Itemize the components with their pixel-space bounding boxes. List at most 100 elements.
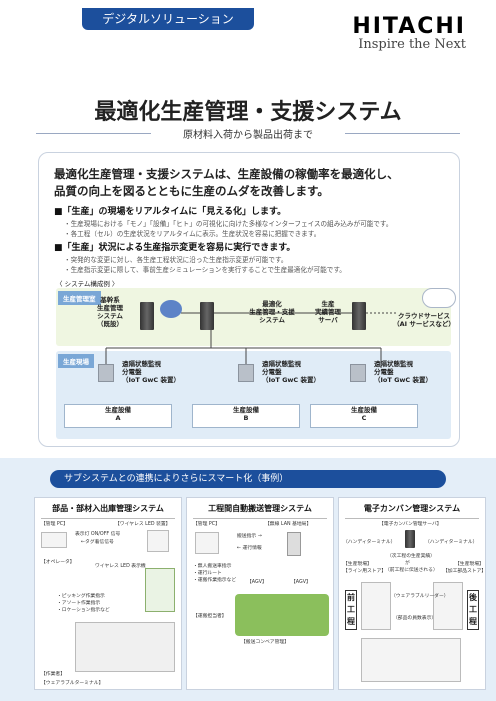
pc-icon: [41, 532, 67, 548]
category-tag: デジタルソリューション: [82, 8, 254, 30]
panel-label: 【オペレータ】: [41, 560, 75, 565]
panel-label: ← 運行情報: [237, 546, 262, 551]
monitor-label: 遠隔状態監視 分電盤 （IoT GwC 装置）: [374, 360, 432, 384]
cloud-label-line: （AI サービスなど）: [393, 320, 455, 328]
shelf-image: [75, 622, 175, 672]
panel-label: （ハンディターミナル）: [343, 540, 396, 545]
point-1: ■「生産」の現場をリアルタイムに「見える化」します。 ・生産現場における「モノ」…: [54, 204, 454, 239]
panel-label: 【無線 LAN 基地局】: [265, 522, 312, 527]
server-label-line: （既設）: [97, 320, 123, 328]
panel-divider: [41, 518, 175, 519]
prev-process-box: 前工程: [345, 590, 357, 630]
panel-label: ・アソート作業指示: [57, 601, 101, 606]
panel-label: が: [405, 561, 410, 566]
panel-label: （ハンディターミナル）: [425, 540, 478, 545]
panel-divider: [345, 518, 479, 519]
point-2: ■「生産」状況による生産指示変更を容易に実行できます。 ・突発的な変更に対し、各…: [54, 240, 454, 275]
next-process-box: 後工程: [467, 590, 479, 630]
server-label-line: サーバ: [318, 316, 338, 324]
panel-label: ・ピッキング作業指示: [57, 594, 105, 599]
panel-label: 【管理 PC】: [193, 522, 220, 527]
panel-label: ・ロケーション指示など: [57, 608, 110, 613]
divider-right: [345, 133, 460, 134]
equipment-label-line: 生産設備: [105, 406, 131, 414]
point-heading: ■「生産」状況による生産指示変更を容易に実行できます。: [54, 243, 296, 253]
page-title: 最適化生産管理・支援システム: [94, 100, 402, 125]
point-heading: ■「生産」の現場をリアルタイムに「見える化」します。: [54, 207, 287, 217]
office-tag: 生産管理室: [58, 291, 101, 305]
server-label-line: 最適化: [262, 300, 282, 308]
monitor-label: 遠隔状態監視 分電盤 （IoT GwC 装置）: [122, 360, 180, 384]
led-display-icon: [145, 568, 175, 612]
panel-label: 【電子カンバン管理サーバ】: [379, 522, 442, 527]
distribution-board-icon: [350, 364, 366, 382]
subsystem-panel-kanban: 電子カンバン管理システム 【電子カンバン管理サーバ】 （ハンディターミナル） （…: [338, 497, 486, 690]
monitor-label-line: 遠隔状態監視: [374, 360, 413, 368]
panel-label: 【生産現場】: [343, 562, 372, 567]
equipment-label-line: 生産設備: [351, 406, 377, 414]
wifi-router-icon: [287, 532, 301, 556]
carts-illustration: [361, 638, 461, 682]
equipment-label-line: B: [243, 414, 249, 422]
server-label-line: システム: [259, 316, 285, 324]
equipment-label: 生産設備 C: [310, 404, 418, 422]
hitachi-logo: HITACHI Inspire the Next: [352, 14, 466, 52]
point-bullet: ・生産現場における「モノ」「設備」「ヒト」の可視化に向けた多様なインターフェイス…: [64, 220, 393, 228]
equipment-label-line: C: [361, 414, 367, 422]
server-label-line: 生産管理・支援: [249, 308, 295, 316]
agv-photo: [235, 594, 329, 636]
diagram-label: 〈 システム構成例 〉: [56, 280, 119, 288]
equipment-c: [310, 404, 418, 428]
equipment-b: [192, 404, 300, 428]
panel-label: ・運行ルート: [193, 571, 222, 576]
panel-title: 電子カンバン管理システム: [363, 504, 461, 513]
monitor-label-line: （IoT GwC 装置）: [374, 376, 432, 384]
monitor-label-line: （IoT GwC 装置）: [122, 376, 180, 384]
point-bullet: ・生産指示変更に際して、事前生産シミュレーションを実行することで生産最適化が可能…: [64, 266, 346, 274]
panel-label: ワイヤレス LED 表示機: [95, 564, 146, 569]
equipment-label-line: A: [115, 414, 121, 422]
subsystem-panel-agv: 工程間自動搬送管理システム 【管理 PC】 【無線 LAN 基地局】 搬送指示 …: [186, 497, 334, 690]
server-label-line: 生産: [321, 300, 335, 308]
panel-label: （次工程の生産実績）: [387, 554, 435, 559]
cloud-label: クラウドサービス （AI サービスなど）: [384, 312, 464, 328]
panel-label: ・無人搬送車指示: [193, 564, 232, 569]
panel-label: 【AGV】: [291, 580, 311, 585]
server-icon: [352, 302, 366, 330]
pc-icon: [195, 532, 219, 554]
rack-icon: [433, 582, 463, 630]
rack-icon: [361, 582, 391, 630]
bottom-heading: サブシステムとの連携によりさらにスマート化（事例）: [50, 470, 446, 488]
server-icon: [405, 530, 415, 548]
monitor-label-line: （IoT GwC 装置）: [262, 376, 320, 384]
monitor-label-line: 分電盤: [262, 368, 282, 376]
office-band: [56, 288, 451, 346]
panel-label: ←タグ着信信号: [81, 540, 114, 545]
firewall-icon: [160, 300, 182, 318]
panel-label: ・運搬作業指示など: [193, 578, 237, 583]
panel-title: 工程間自動搬送管理システム: [208, 504, 312, 513]
subtitle-block: 原材料入荷から製品出荷まで: [36, 126, 460, 141]
server-icon: [140, 302, 154, 330]
server-label-line: 生産管理: [97, 304, 123, 312]
subsystem-panel-parts: 部品・部材入出庫管理システム 【管理 PC】 【ワイヤレス LED 装置】 表示…: [34, 497, 182, 690]
panel-label: 表示灯 ON/OFF 信号: [75, 532, 121, 537]
point-bullet: ・突発的な変更に対し、各生産工程状況に沿った生産指示変更が可能です。: [64, 256, 288, 264]
equipment-a: [64, 404, 172, 428]
equipment-label: 生産設備 B: [192, 404, 300, 422]
server-icon: [200, 302, 214, 330]
distribution-board-icon: [98, 364, 114, 382]
panel-label: 【作業者】: [41, 672, 65, 677]
lead-line-1: 最適化生産管理・支援システムは、生産設備の稼働率を最適化し、: [54, 167, 399, 181]
panel-divider: [193, 518, 327, 519]
distribution-board-icon: [238, 364, 254, 382]
equipment-label-line: 生産設備: [233, 406, 259, 414]
lead-text: 最適化生産管理・支援システムは、生産設備の稼働率を最適化し、 品質の向上を図ると…: [54, 166, 454, 200]
monitor-label-line: 遠隔状態監視: [122, 360, 161, 368]
monitor-label-line: 遠隔状態監視: [262, 360, 301, 368]
monitor-label-line: 分電盤: [122, 368, 142, 376]
server-label-line: 実績管理: [315, 308, 341, 316]
monitor-label-line: 分電盤: [374, 368, 394, 376]
panel-label: 搬送指示 →: [237, 534, 262, 539]
divider-left: [36, 133, 151, 134]
